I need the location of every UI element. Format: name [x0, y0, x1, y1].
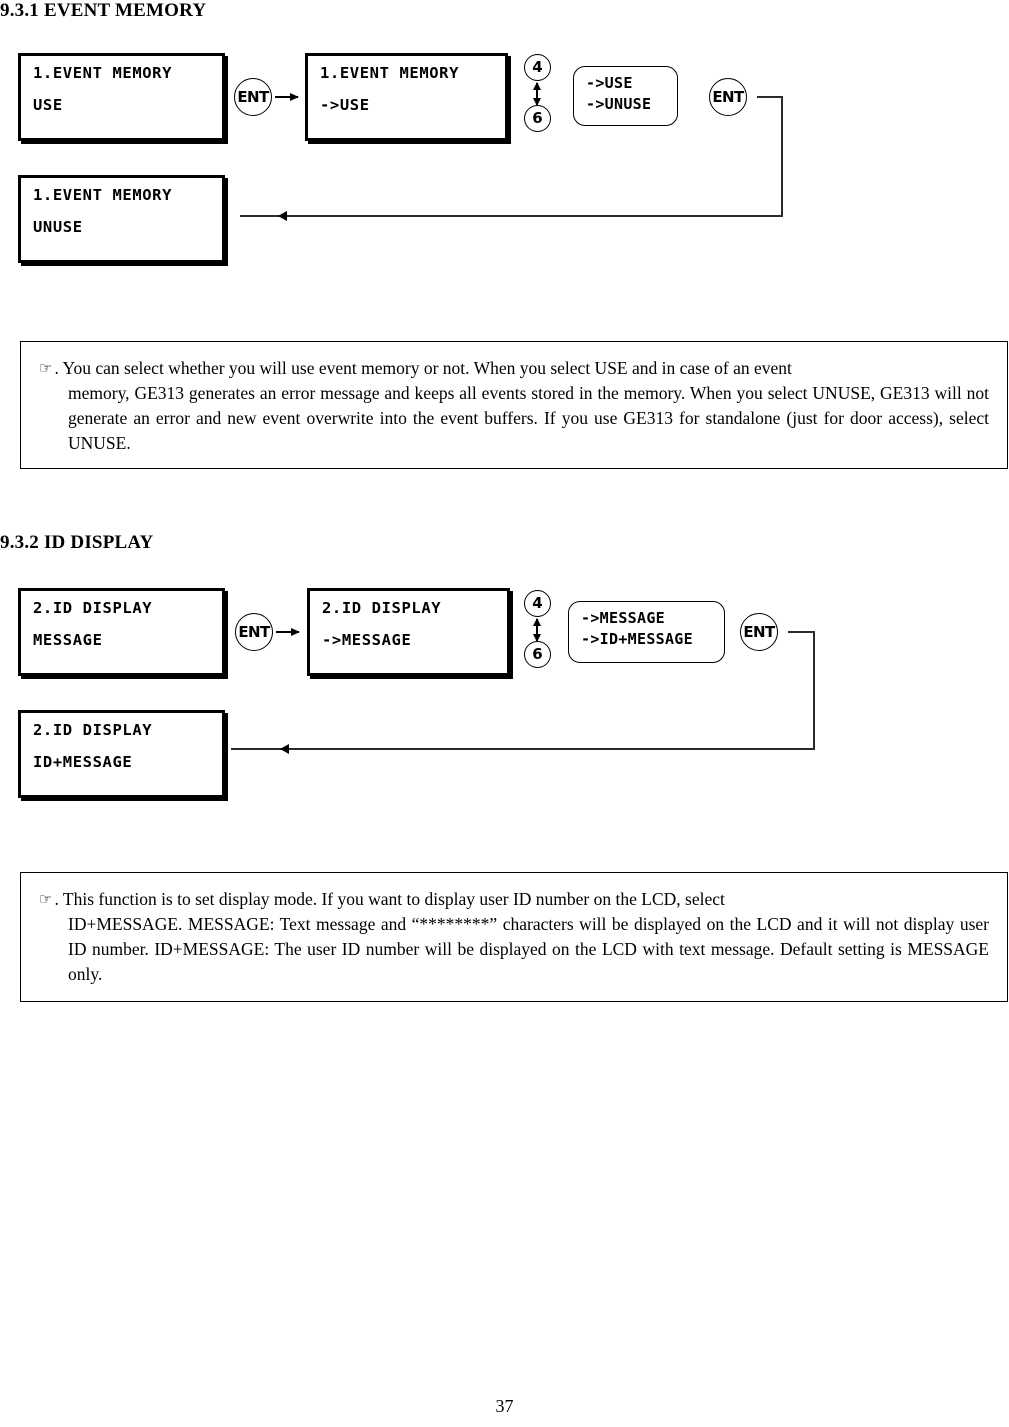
section-heading-event-memory: 9.3.1 EVENT MEMORY: [0, 0, 207, 21]
feedback-line-bottom: [231, 748, 815, 750]
note-box-id-display: ☞. This function is to set display mode.…: [20, 872, 1008, 1002]
key-6-down-icon[interactable]: 6: [524, 105, 551, 132]
lcd-line-1: 1.EVENT MEMORY: [320, 64, 460, 82]
option-item-id-message[interactable]: ->ID+MESSAGE: [581, 629, 693, 648]
key-6-down-icon[interactable]: 6: [524, 641, 551, 668]
lcd-line-1: 2.ID DISPLAY: [33, 599, 153, 617]
feedback-line-top: [788, 631, 815, 633]
feedback-line-top: [757, 96, 783, 98]
note-rest-text: ID+MESSAGE. MESSAGE: Text message and “*…: [68, 913, 989, 984]
key-4-up-icon[interactable]: 4: [524, 590, 551, 617]
key-ent-icon[interactable]: ENT: [234, 78, 272, 116]
option-item-use[interactable]: ->USE: [586, 74, 633, 92]
lcd-screen-event-memory-current: 1.EVENT MEMORY USE: [18, 53, 225, 141]
key-ent-confirm-icon[interactable]: ENT: [740, 613, 778, 651]
arrow-right-icon: [275, 92, 299, 101]
arrow-updown-icon: [532, 82, 541, 106]
arrow-right-icon: [276, 627, 300, 636]
lcd-line-1: 2.ID DISPLAY: [33, 721, 153, 739]
lcd-screen-id-display-result: 2.ID DISPLAY ID+MESSAGE: [18, 710, 225, 798]
arrow-left-icon: [278, 211, 287, 221]
page-number: 37: [495, 1396, 514, 1416]
note-body: ☞. You can select whether you will use e…: [21, 342, 1007, 465]
option-list-event-memory: ->USE ->UNUSE: [573, 66, 678, 126]
feedback-line-vertical: [813, 631, 815, 750]
lcd-line-2: ID+MESSAGE: [33, 753, 133, 771]
key-4-up-icon[interactable]: 4: [524, 54, 551, 81]
note-first-line: . You can select whether you will use ev…: [54, 358, 792, 378]
lcd-line-2: ->USE: [320, 96, 370, 114]
lcd-line-2: UNUSE: [33, 218, 83, 236]
arrow-updown-icon: [532, 618, 541, 642]
option-list-id-display: ->MESSAGE ->ID+MESSAGE: [568, 601, 725, 663]
lcd-line-2: USE: [33, 96, 63, 114]
feedback-line-bottom: [240, 215, 783, 217]
arrow-left-icon: [280, 744, 289, 754]
lcd-screen-id-display-edit: 2.ID DISPLAY ->MESSAGE: [307, 588, 510, 676]
lcd-screen-event-memory-result: 1.EVENT MEMORY UNUSE: [18, 175, 225, 263]
lcd-screen-id-display-current: 2.ID DISPLAY MESSAGE: [18, 588, 225, 676]
key-ent-icon[interactable]: ENT: [235, 613, 273, 651]
lcd-screen-event-memory-edit: 1.EVENT MEMORY ->USE: [305, 53, 508, 141]
note-box-event-memory: ☞. You can select whether you will use e…: [20, 341, 1008, 469]
note-body: ☞. This function is to set display mode.…: [21, 873, 1007, 996]
section-heading-id-display: 9.3.2 ID DISPLAY: [0, 532, 154, 553]
feedback-line-vertical: [781, 96, 783, 217]
hand-pointer-icon: ☞: [39, 890, 53, 908]
option-item-unuse[interactable]: ->UNUSE: [586, 94, 652, 113]
lcd-line-2: MESSAGE: [33, 631, 103, 649]
key-ent-confirm-icon[interactable]: ENT: [709, 78, 747, 116]
lcd-line-1: 2.ID DISPLAY: [322, 599, 442, 617]
hand-pointer-icon: ☞: [39, 359, 53, 377]
option-item-message[interactable]: ->MESSAGE: [581, 609, 665, 627]
lcd-line-1: 1.EVENT MEMORY: [33, 64, 173, 82]
note-rest-text: memory, GE313 generates an error message…: [68, 382, 989, 453]
lcd-line-2: ->MESSAGE: [322, 631, 412, 649]
note-first-line: . This function is to set display mode. …: [54, 889, 725, 909]
lcd-line-1: 1.EVENT MEMORY: [33, 186, 173, 204]
